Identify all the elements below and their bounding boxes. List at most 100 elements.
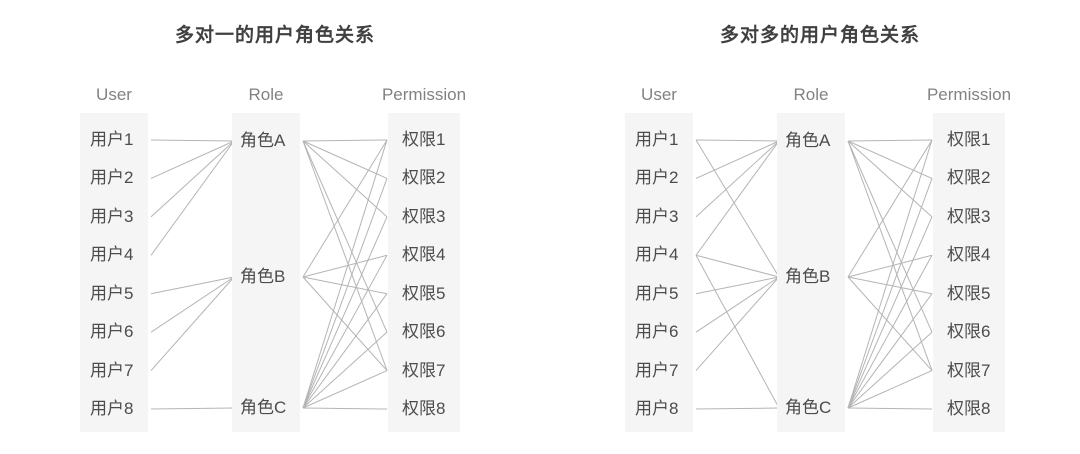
permission-label: 权限8 [402, 399, 446, 418]
permission-column [933, 113, 1005, 432]
relationship-line [847, 254, 933, 278]
user-label: 用户1 [90, 130, 134, 149]
relationship-line [302, 254, 388, 278]
relationship-line [302, 331, 388, 409]
user-label: 用户8 [90, 399, 134, 418]
diagram-title: 多对一的用户角色关系 [174, 25, 375, 46]
permission-label: 权限5 [947, 283, 991, 303]
user-label: 用户5 [635, 283, 679, 303]
relationship-line [302, 140, 388, 371]
user-label: 用户2 [635, 168, 679, 188]
relationship-line [695, 139, 780, 278]
relationship-line [302, 139, 388, 409]
relationship-line [302, 140, 388, 333]
relationship-line [695, 407, 780, 410]
relationship-line [847, 140, 933, 218]
relationship-line [847, 370, 933, 409]
relationship-line [150, 140, 235, 218]
role-label: 角色B [785, 267, 831, 286]
relationship-line [847, 331, 933, 409]
role-label: 角色B [240, 267, 286, 286]
column-header-role: Role [248, 85, 284, 104]
relationship-line [150, 276, 235, 371]
permission-label: 权限4 [947, 245, 991, 265]
relationship-line [847, 139, 933, 142]
relationship-line [302, 178, 388, 409]
relationship-line [302, 140, 388, 218]
relationship-line [847, 276, 933, 295]
relationship-line [302, 139, 388, 142]
user-label: 用户7 [635, 360, 679, 380]
user-label: 用户4 [90, 245, 134, 265]
relationship-line [695, 254, 780, 278]
relationship-lines [150, 139, 388, 410]
relationship-line [695, 276, 780, 333]
permission-label: 权限8 [947, 399, 991, 418]
user-label: 用户4 [635, 245, 679, 265]
user-label: 用户6 [90, 322, 134, 342]
user-column [80, 113, 148, 432]
diagram-many-to-one: 多对一的用户角色关系 User Role Permission 用户1 用户2 用户… [40, 0, 510, 454]
relationship-line [847, 178, 933, 409]
relationship-line [150, 276, 235, 295]
permission-label: 权限1 [947, 130, 991, 149]
column-header-permission: Permission [381, 85, 467, 104]
permission-label: 权限7 [402, 360, 446, 380]
relationship-line [302, 293, 388, 409]
relationship-line [302, 276, 388, 295]
permission-label: 权限6 [947, 322, 991, 342]
role-label: 角色A [240, 131, 286, 150]
relationship-line [847, 216, 933, 409]
relationship-line [847, 407, 933, 410]
permission-column [388, 113, 460, 432]
relationship-line [695, 140, 780, 256]
diagram-title: 多对多的用户角色关系 [719, 25, 920, 46]
column-header-user: User [641, 85, 677, 104]
user-label: 用户3 [90, 206, 134, 226]
relationship-line [302, 370, 388, 409]
relationship-line [302, 216, 388, 409]
permission-label: 权限5 [402, 283, 446, 303]
permission-label: 权限3 [947, 206, 991, 226]
relationship-line [847, 293, 933, 409]
permission-label: 权限2 [947, 168, 991, 188]
user-column [625, 113, 693, 432]
relationship-line [847, 139, 933, 278]
permission-label: 权限6 [402, 322, 446, 342]
diagram-many-to-many: 多对多的用户角色关系 User Role Permission 用户1 用户2 用户… [585, 0, 1055, 454]
user-label: 用户2 [90, 168, 134, 188]
relationship-line [150, 276, 235, 333]
permission-label: 权限3 [402, 206, 446, 226]
relationship-line [847, 255, 933, 409]
role-label: 角色C [240, 398, 287, 417]
column-header-user: User [96, 85, 132, 104]
user-label: 用户1 [635, 130, 679, 149]
role-label: 角色A [785, 131, 831, 150]
relationship-line [302, 276, 388, 371]
role-column [777, 113, 845, 432]
relationship-line [150, 139, 235, 142]
permission-label: 权限1 [402, 130, 446, 149]
relationship-line [695, 140, 780, 218]
relationship-line [302, 140, 388, 179]
relationship-line [150, 140, 235, 256]
column-header-role: Role [793, 85, 829, 104]
user-label: 用户6 [635, 322, 679, 342]
relationship-line [847, 140, 933, 371]
relationship-line [847, 139, 933, 409]
user-label: 用户8 [635, 399, 679, 418]
relationship-line [302, 139, 388, 278]
role-label: 角色C [785, 398, 832, 417]
relationship-line [150, 140, 235, 179]
column-header-permission: Permission [926, 85, 1012, 104]
relationship-line [302, 255, 388, 409]
relationship-line [695, 140, 780, 179]
role-column [232, 113, 300, 432]
relationship-line [695, 139, 780, 142]
relationship-line [695, 276, 780, 371]
user-label: 用户5 [90, 283, 134, 303]
permission-label: 权限2 [402, 168, 446, 188]
relationship-line [695, 255, 780, 409]
permission-label: 权限7 [947, 360, 991, 380]
